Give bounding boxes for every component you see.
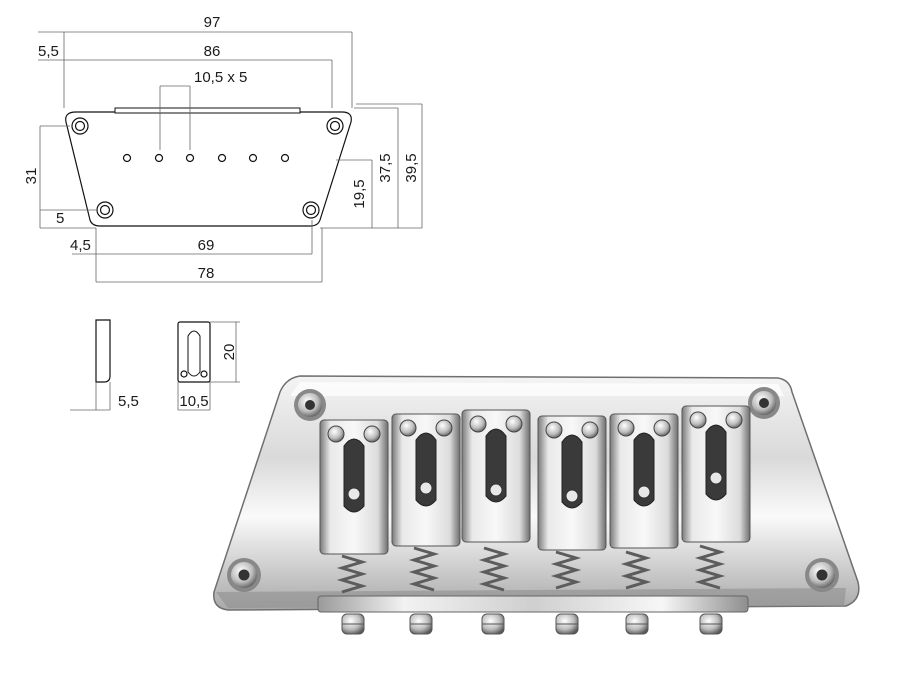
dim-bottom-left-offset: 4,5 (70, 237, 91, 254)
mount-screw-top-right (748, 387, 780, 419)
dim-saddle-side-width: 5,5 (118, 393, 139, 410)
dim-hole-spacing-bottom: 69 (198, 237, 215, 254)
mount-screw-bottom-right (805, 558, 839, 592)
mount-screw-bottom-left (227, 558, 261, 592)
saddle-4 (537, 415, 607, 551)
top-view-drawing: 97 5,5 86 10,5 x 5 31 5 19,5 37,5 39,5 4… (23, 14, 423, 283)
saddle-6 (681, 405, 751, 543)
springs (336, 544, 726, 594)
saddle-2 (391, 413, 461, 547)
plate-outline (65, 111, 352, 227)
saddle-side-view: 5,5 (70, 319, 139, 411)
dim-height-right-mid: 37,5 (377, 153, 394, 182)
dim-hole-offset-vertical: 5 (56, 210, 64, 227)
mount-screw-top-left (294, 389, 326, 421)
string-holes (122, 153, 290, 163)
mount-hole-top-left (71, 117, 89, 135)
dim-saddle-height: 20 (221, 344, 238, 361)
dim-height-left: 31 (23, 168, 40, 185)
dim-height-right-inner: 19,5 (351, 179, 368, 208)
dim-left-offset: 5,5 (38, 43, 59, 60)
intonation-screws (341, 613, 723, 635)
mount-hole-bottom-right (302, 201, 320, 219)
dim-slot: 10,5 x 5 (194, 69, 247, 86)
dim-saddle-front-width: 10,5 (179, 393, 208, 410)
dim-height-right-outer: 39,5 (403, 153, 420, 182)
saddle-3 (461, 409, 531, 543)
saddle-5 (609, 413, 679, 549)
mount-hole-top-right (326, 117, 344, 135)
dim-top-edge-width: 86 (204, 43, 221, 60)
intonation-bar (317, 595, 749, 613)
saddle-front-view: 10,5 20 (177, 321, 240, 411)
dim-total-top-width: 97 (204, 14, 221, 31)
dim-bottom-width: 78 (198, 265, 215, 282)
mount-hole-bottom-left (96, 201, 114, 219)
bridge-photo (213, 375, 860, 635)
saddle-1 (319, 419, 389, 555)
top-rail (114, 107, 301, 114)
